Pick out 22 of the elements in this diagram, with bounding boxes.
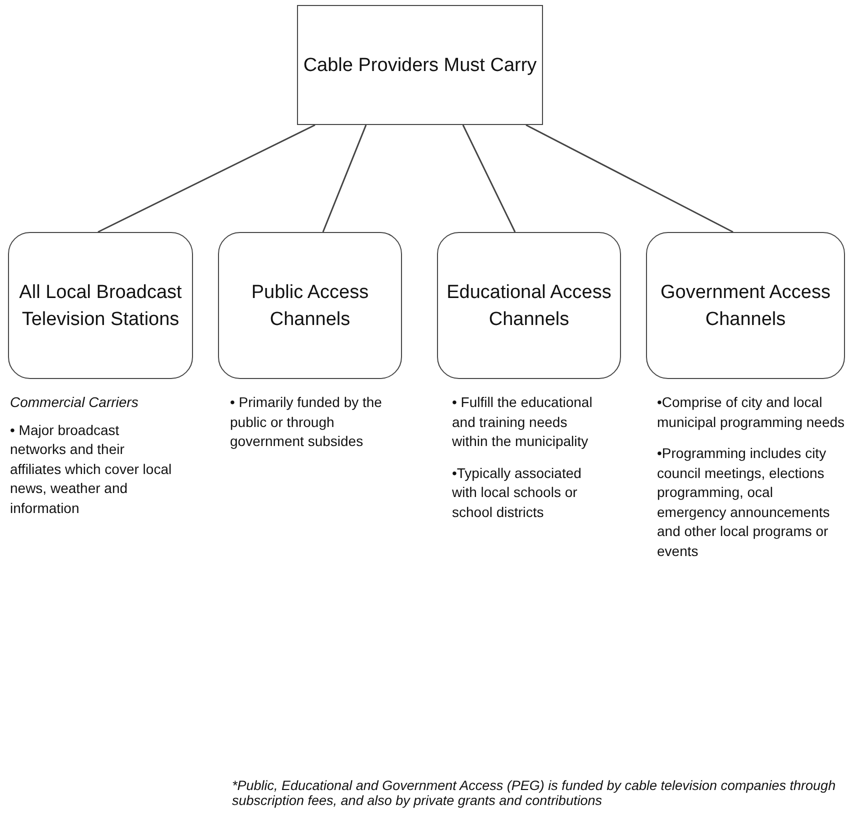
category-box bbox=[8, 232, 193, 379]
connector-line bbox=[462, 124, 516, 232]
category-note: Commercial Carriers bbox=[10, 393, 140, 412]
node-label: All Local Broadcast Television Stations bbox=[18, 280, 183, 332]
footnote: *Public, Educational and Government Access (PEG) is funded by cable television companies through subscription fees, and also by private grants and contributions bbox=[232, 778, 837, 808]
bullet-note: • Major broadcast networks and their affiliates which cover local news, weather and information bbox=[10, 420, 173, 518]
connector-line bbox=[526, 124, 734, 233]
node-label: Educational Access Channels bbox=[446, 280, 612, 332]
node-label: Public Access Channels bbox=[250, 280, 370, 332]
category-box bbox=[646, 232, 845, 379]
connector-line bbox=[322, 124, 367, 232]
root-box bbox=[297, 5, 543, 125]
bullet-note: • Fulfill the educational and training needs within the municipality bbox=[452, 393, 594, 451]
category-box bbox=[218, 232, 402, 379]
bullet-note: •Comprise of city and local municipal programming needs bbox=[657, 393, 845, 432]
bullet-note: • Primarily funded by the public or through government subsides bbox=[230, 393, 383, 451]
bullet-note: •Programming includes city council meetings, elections programming, ocal emergency announcements and other local programs or events bbox=[657, 444, 831, 560]
bullet-note: •Typically associated with local schools or school districts bbox=[452, 464, 582, 522]
node-label: Cable Providers Must Carry bbox=[303, 54, 537, 78]
connector-line bbox=[98, 124, 316, 233]
node-label: Government Access Channels bbox=[659, 280, 832, 332]
category-box bbox=[437, 232, 621, 379]
